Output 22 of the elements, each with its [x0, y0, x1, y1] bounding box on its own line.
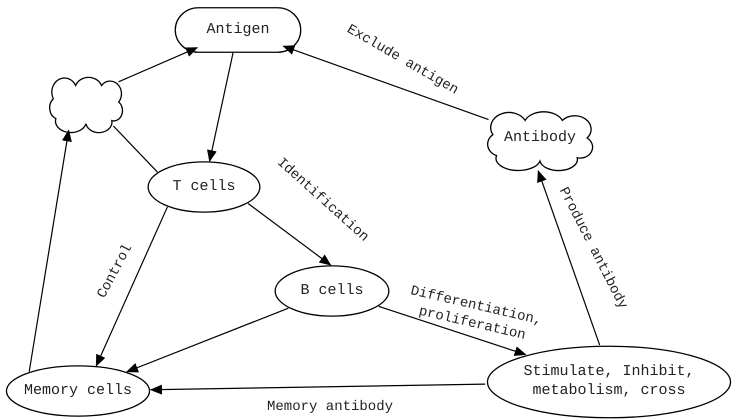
node-label: Stimulate, Inhibit, metabolism, cross: [522, 363, 696, 401]
node-label: Memory cells: [22, 382, 134, 400]
arrow: [248, 203, 332, 266]
arrow: [378, 306, 527, 356]
arrow: [118, 47, 198, 82]
ellipse-node: [5, 365, 151, 417]
arrow: [207, 52, 234, 162]
node-label: T cells: [171, 178, 236, 196]
node-label: Antigen: [205, 20, 270, 40]
edge-label: Memory antibody: [266, 399, 394, 416]
node-label: Antibody: [502, 128, 577, 148]
ellipse-node: [485, 345, 733, 419]
arrow: [537, 170, 600, 346]
arrow: [28, 129, 72, 372]
rounded-box: [174, 7, 302, 53]
arrow: [96, 206, 168, 367]
arrow: [126, 308, 289, 372]
ellipse-node: [147, 161, 261, 213]
node-label: B cells: [299, 282, 364, 300]
ellipse-node: [274, 265, 390, 317]
arrow: [282, 45, 489, 120]
arrow: [150, 384, 486, 395]
